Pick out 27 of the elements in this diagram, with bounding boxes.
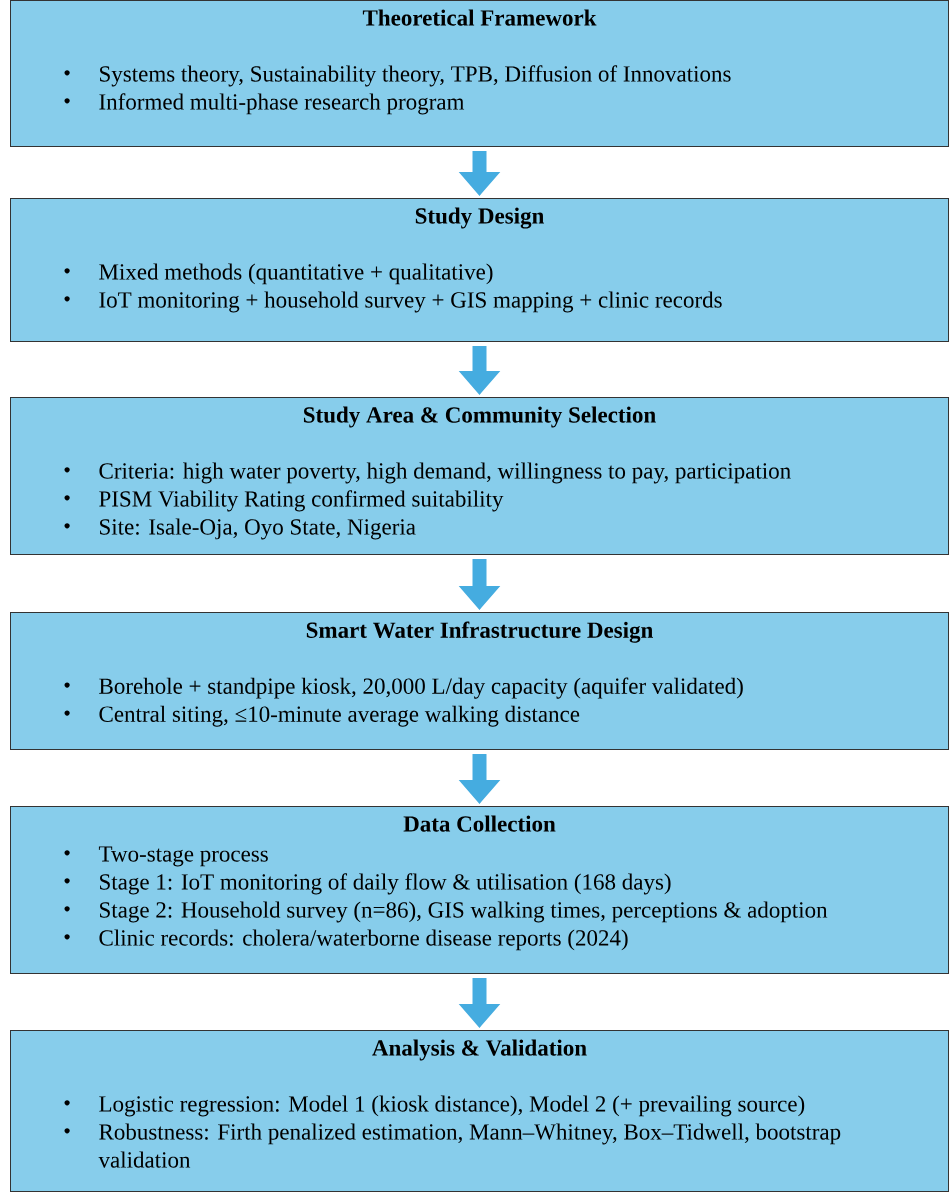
process-box <box>10 1030 949 1192</box>
process-box <box>10 806 949 974</box>
bullet-item: Clinic records: cholera/waterborne disease reports (2024) <box>99 929 628 951</box>
bullet-item: Site: Isale-Oja, Oyo State, Nigeria <box>100 518 416 540</box>
bullet-item: Robustness: Firth penalized estimation, Mann–Whitney, Box–Tidwell, bootstrap validation <box>98 1123 841 1168</box>
bullet-item: Borehole + standpipe kiosk, 20,000 L/day capacity (aquifer validated) <box>99 677 743 699</box>
process-box <box>10 397 949 555</box>
bullet-item: Informed multi-phase research program <box>99 93 465 115</box>
bullet-item: Stage 1: IoT monitoring of daily flow & utilisation (168 days) <box>100 873 671 895</box>
box-heading: Smart Water Infrastructure Design <box>306 621 653 643</box>
bullet-item: Systems theory, Sustainability theory, TPB, Diffusion of Innovations <box>100 65 731 87</box>
process-box <box>10 612 949 750</box>
box-heading: Study Design <box>415 207 544 229</box>
bullet-item: Mixed methods (quantitative + qualitative) <box>99 263 493 285</box>
process-box <box>10 198 949 342</box>
box-heading: Study Area & Community Selection <box>303 406 656 428</box>
bullet-item: Logistic regression: Model 1 (kiosk distance), Model 2 (+ prevailing source) <box>99 1095 805 1117</box>
bullet-item: Stage 2: Household survey (n=86), GIS walking times, perceptions & adoption <box>100 901 828 923</box>
box-heading: Data Collection <box>403 815 556 832</box>
box-heading: Analysis & Validation <box>372 1039 587 1061</box>
bullet-item: IoT monitoring + household survey + GIS mapping + clinic records <box>99 291 722 313</box>
bullet-item: Central siting, ≤10-minute average walking distance <box>99 705 580 727</box>
bullet-item: Two-stage process <box>98 846 268 867</box>
box-heading: Theoretical Framework <box>362 9 597 26</box>
bullet-item: Criteria: high water poverty, high demand, willingness to pay, participation <box>99 462 791 484</box>
process-box <box>10 0 949 147</box>
bullet-item: PISM Viability Rating confirmed suitability <box>99 490 504 512</box>
